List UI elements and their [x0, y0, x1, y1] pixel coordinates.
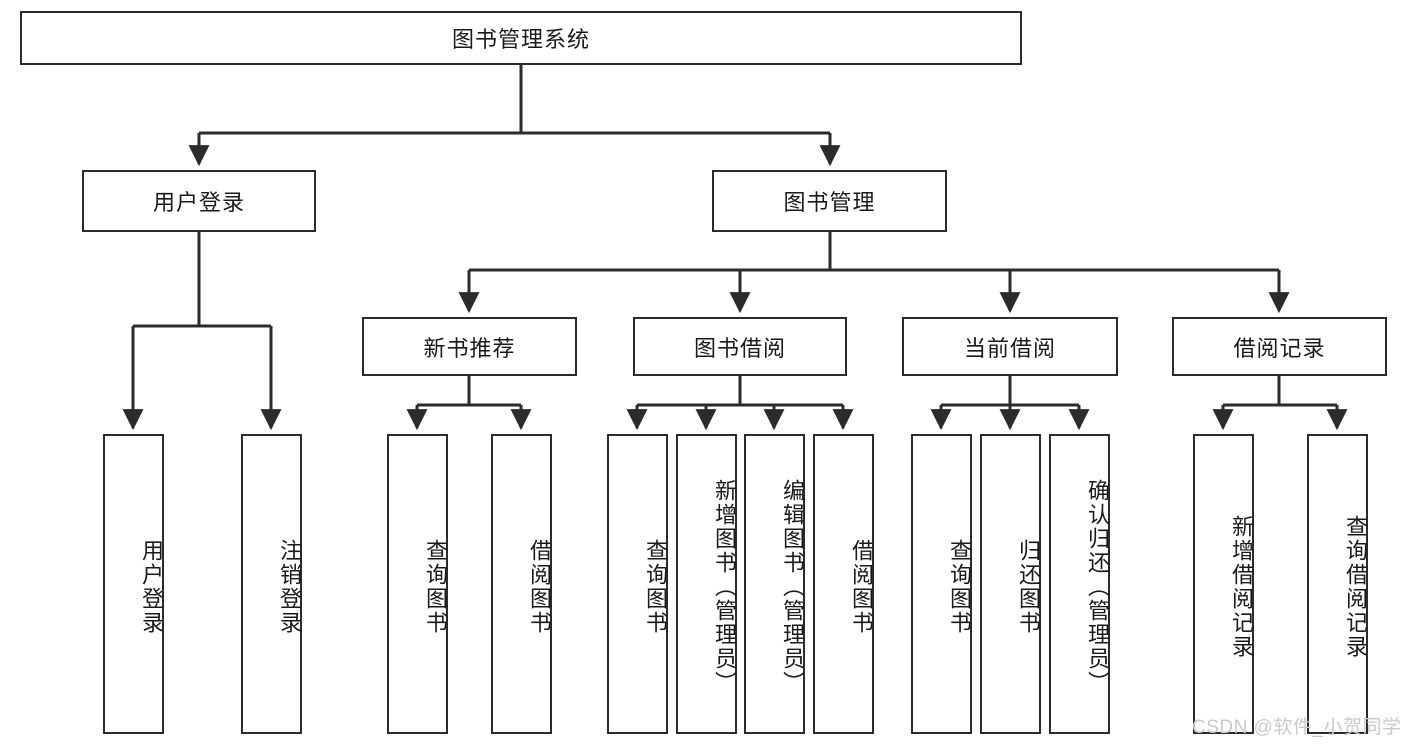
node-leaf-recommend-query-book-label: 查询图书 [423, 539, 448, 635]
csdn-watermark: CSDN @软件_小贺同学 [1192, 717, 1402, 738]
node-leaf-current-confirm-return[interactable]: 确认归还（管理员） [1049, 434, 1110, 734]
node-leaf-borrow-query-book-label: 查询图书 [643, 539, 668, 635]
node-new-book-recommend-label: 新书推荐 [423, 335, 516, 361]
node-leaf-record-query[interactable]: 查询借阅记录 [1307, 434, 1368, 734]
node-leaf-borrow-edit-book-label: 编辑图书（管理员） [780, 479, 805, 695]
node-current-borrow[interactable]: 当前借阅 [902, 317, 1118, 376]
node-leaf-borrow-borrow-book[interactable]: 借阅图书 [813, 434, 874, 734]
node-current-borrow-label: 当前借阅 [963, 335, 1056, 361]
node-leaf-user-logout[interactable]: 注销登录 [241, 434, 302, 734]
node-leaf-user-login[interactable]: 用户登录 [103, 434, 164, 734]
node-leaf-record-add[interactable]: 新增借阅记录 [1193, 434, 1254, 734]
node-leaf-borrow-add-book-label: 新增图书（管理员） [712, 479, 737, 695]
node-leaf-current-query-book[interactable]: 查询图书 [911, 434, 972, 734]
node-leaf-current-query-book-label: 查询图书 [947, 539, 972, 635]
node-leaf-recommend-query-book[interactable]: 查询图书 [387, 434, 448, 734]
node-leaf-recommend-borrow-book[interactable]: 借阅图书 [491, 434, 552, 734]
node-leaf-borrow-add-book[interactable]: 新增图书（管理员） [676, 434, 737, 734]
node-book-manage-label: 图书管理 [783, 190, 876, 215]
node-book-manage[interactable]: 图书管理 [712, 170, 947, 232]
node-user-login-label: 用户登录 [152, 190, 245, 215]
node-leaf-borrow-borrow-book-label: 借阅图书 [849, 539, 874, 635]
node-leaf-user-login-label: 用户登录 [139, 539, 164, 635]
node-new-book-recommend[interactable]: 新书推荐 [362, 317, 577, 376]
node-leaf-current-return-book[interactable]: 归还图书 [980, 434, 1041, 734]
node-root-label: 图书管理系统 [451, 27, 590, 52]
node-leaf-record-query-label: 查询借阅记录 [1343, 515, 1368, 659]
node-leaf-recommend-borrow-book-label: 借阅图书 [527, 539, 552, 635]
node-leaf-record-add-label: 新增借阅记录 [1229, 515, 1254, 659]
node-leaf-borrow-query-book[interactable]: 查询图书 [607, 434, 668, 734]
node-borrow-record[interactable]: 借阅记录 [1172, 317, 1387, 376]
node-leaf-current-return-book-label: 归还图书 [1016, 539, 1041, 635]
node-leaf-current-confirm-return-label: 确认归还（管理员） [1085, 479, 1110, 695]
node-root[interactable]: 图书管理系统 [20, 11, 1022, 65]
node-borrow-record-label: 借阅记录 [1233, 335, 1326, 361]
node-user-login[interactable]: 用户登录 [82, 170, 316, 232]
node-book-borrow[interactable]: 图书借阅 [633, 317, 847, 376]
node-leaf-borrow-edit-book[interactable]: 编辑图书（管理员） [744, 434, 805, 734]
node-leaf-user-logout-label: 注销登录 [277, 539, 302, 635]
node-book-borrow-label: 图书借阅 [693, 335, 786, 361]
